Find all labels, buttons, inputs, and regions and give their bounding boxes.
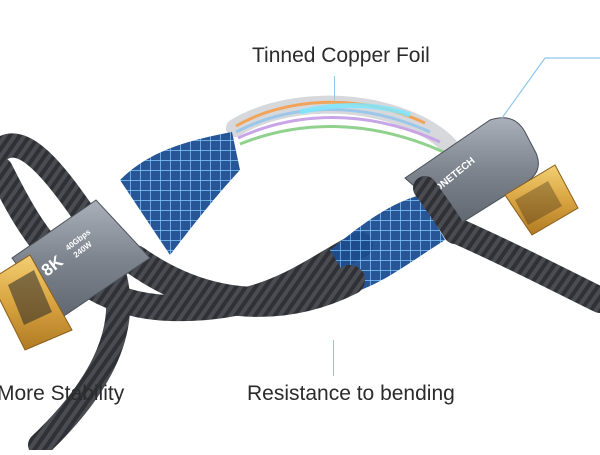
mesh-bottom bbox=[330, 195, 445, 292]
center-cable bbox=[120, 245, 365, 317]
label-more-stability: More Stability bbox=[0, 382, 125, 405]
mesh-left bbox=[120, 132, 240, 255]
left-connector: 8K 40Gbps 240W bbox=[0, 199, 151, 351]
label-resistance-bending: Resistance to bending bbox=[247, 382, 455, 405]
callout-top-right bbox=[501, 57, 600, 119]
left-cable-loop bbox=[0, 157, 373, 322]
callout-bottom bbox=[333, 340, 334, 376]
upper-right-cable bbox=[413, 176, 467, 244]
right-cable bbox=[442, 217, 600, 313]
label-tinned-copper-foil: Tinned Copper Foil bbox=[252, 44, 430, 67]
callout-top bbox=[334, 76, 335, 100]
